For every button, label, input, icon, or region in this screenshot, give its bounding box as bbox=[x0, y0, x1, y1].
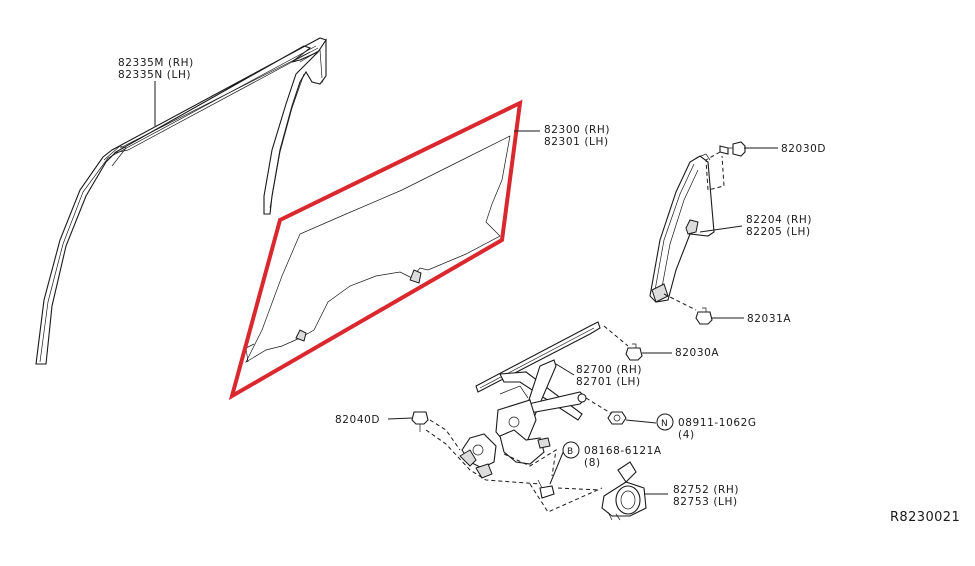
label-clip-82030d: 82030D bbox=[781, 143, 826, 155]
clip-82030d-guide bbox=[705, 151, 725, 191]
clip-82031a-guide bbox=[663, 293, 697, 311]
label-regulator-lh: 82701 (LH) bbox=[576, 376, 641, 388]
window-motor bbox=[601, 461, 647, 521]
label-partition-lh: 82205 (LH) bbox=[746, 226, 811, 238]
label-bolt-prefix: B bbox=[567, 447, 574, 457]
window-sash-channel bbox=[35, 37, 327, 365]
bolt-08168-6121a bbox=[537, 479, 555, 499]
window-regulator bbox=[459, 321, 601, 479]
leader-lines bbox=[154, 81, 778, 495]
clip-82030d bbox=[719, 141, 746, 157]
clip-82030a bbox=[625, 343, 643, 361]
label-nut-part: 08911-1062G bbox=[678, 417, 757, 429]
door-glass bbox=[245, 135, 511, 363]
motor-guide bbox=[529, 483, 603, 513]
bolt-prefix-circle bbox=[562, 441, 580, 459]
regulator-guide-3 bbox=[503, 449, 557, 477]
glass-highlight-outline bbox=[228, 99, 523, 401]
partition-sash bbox=[649, 153, 715, 303]
label-glass-rh: 82300 (RH) bbox=[544, 124, 610, 136]
nut-08911-1062g bbox=[607, 411, 627, 425]
label-regulator-rh: 82700 (RH) bbox=[576, 364, 642, 376]
label-bolt-qty: (8) bbox=[584, 457, 601, 469]
bolt-82040d bbox=[411, 411, 429, 432]
label-partition-rh: 82204 (RH) bbox=[746, 214, 812, 226]
motor-guide-2 bbox=[557, 487, 601, 491]
label-clip-82031a: 82031A bbox=[747, 313, 791, 325]
label-clip-82030a: 82030A bbox=[675, 347, 719, 359]
diagram-reference-code: R8230021 bbox=[890, 510, 960, 525]
clip-82030a-guide bbox=[603, 325, 629, 347]
regulator-guide-1 bbox=[425, 429, 541, 485]
label-sash-rh: 82335M (RH) bbox=[118, 57, 194, 69]
clip-82031a bbox=[695, 307, 713, 325]
label-nut-qty: (4) bbox=[678, 429, 695, 441]
label-nut-prefix: N bbox=[661, 419, 668, 429]
regulator-guide-2 bbox=[429, 419, 461, 451]
label-bolt-82040d: 82040D bbox=[335, 414, 380, 426]
regulator-guide-4 bbox=[585, 397, 613, 415]
label-motor-lh: 82753 (LH) bbox=[673, 496, 738, 508]
label-bolt-part: 08168-6121A bbox=[584, 445, 662, 457]
label-sash-lh: 82335N (LH) bbox=[118, 69, 191, 81]
label-glass-lh: 82301 (LH) bbox=[544, 136, 609, 148]
nut-prefix-circle bbox=[656, 413, 674, 431]
label-motor-rh: 82752 (RH) bbox=[673, 484, 739, 496]
